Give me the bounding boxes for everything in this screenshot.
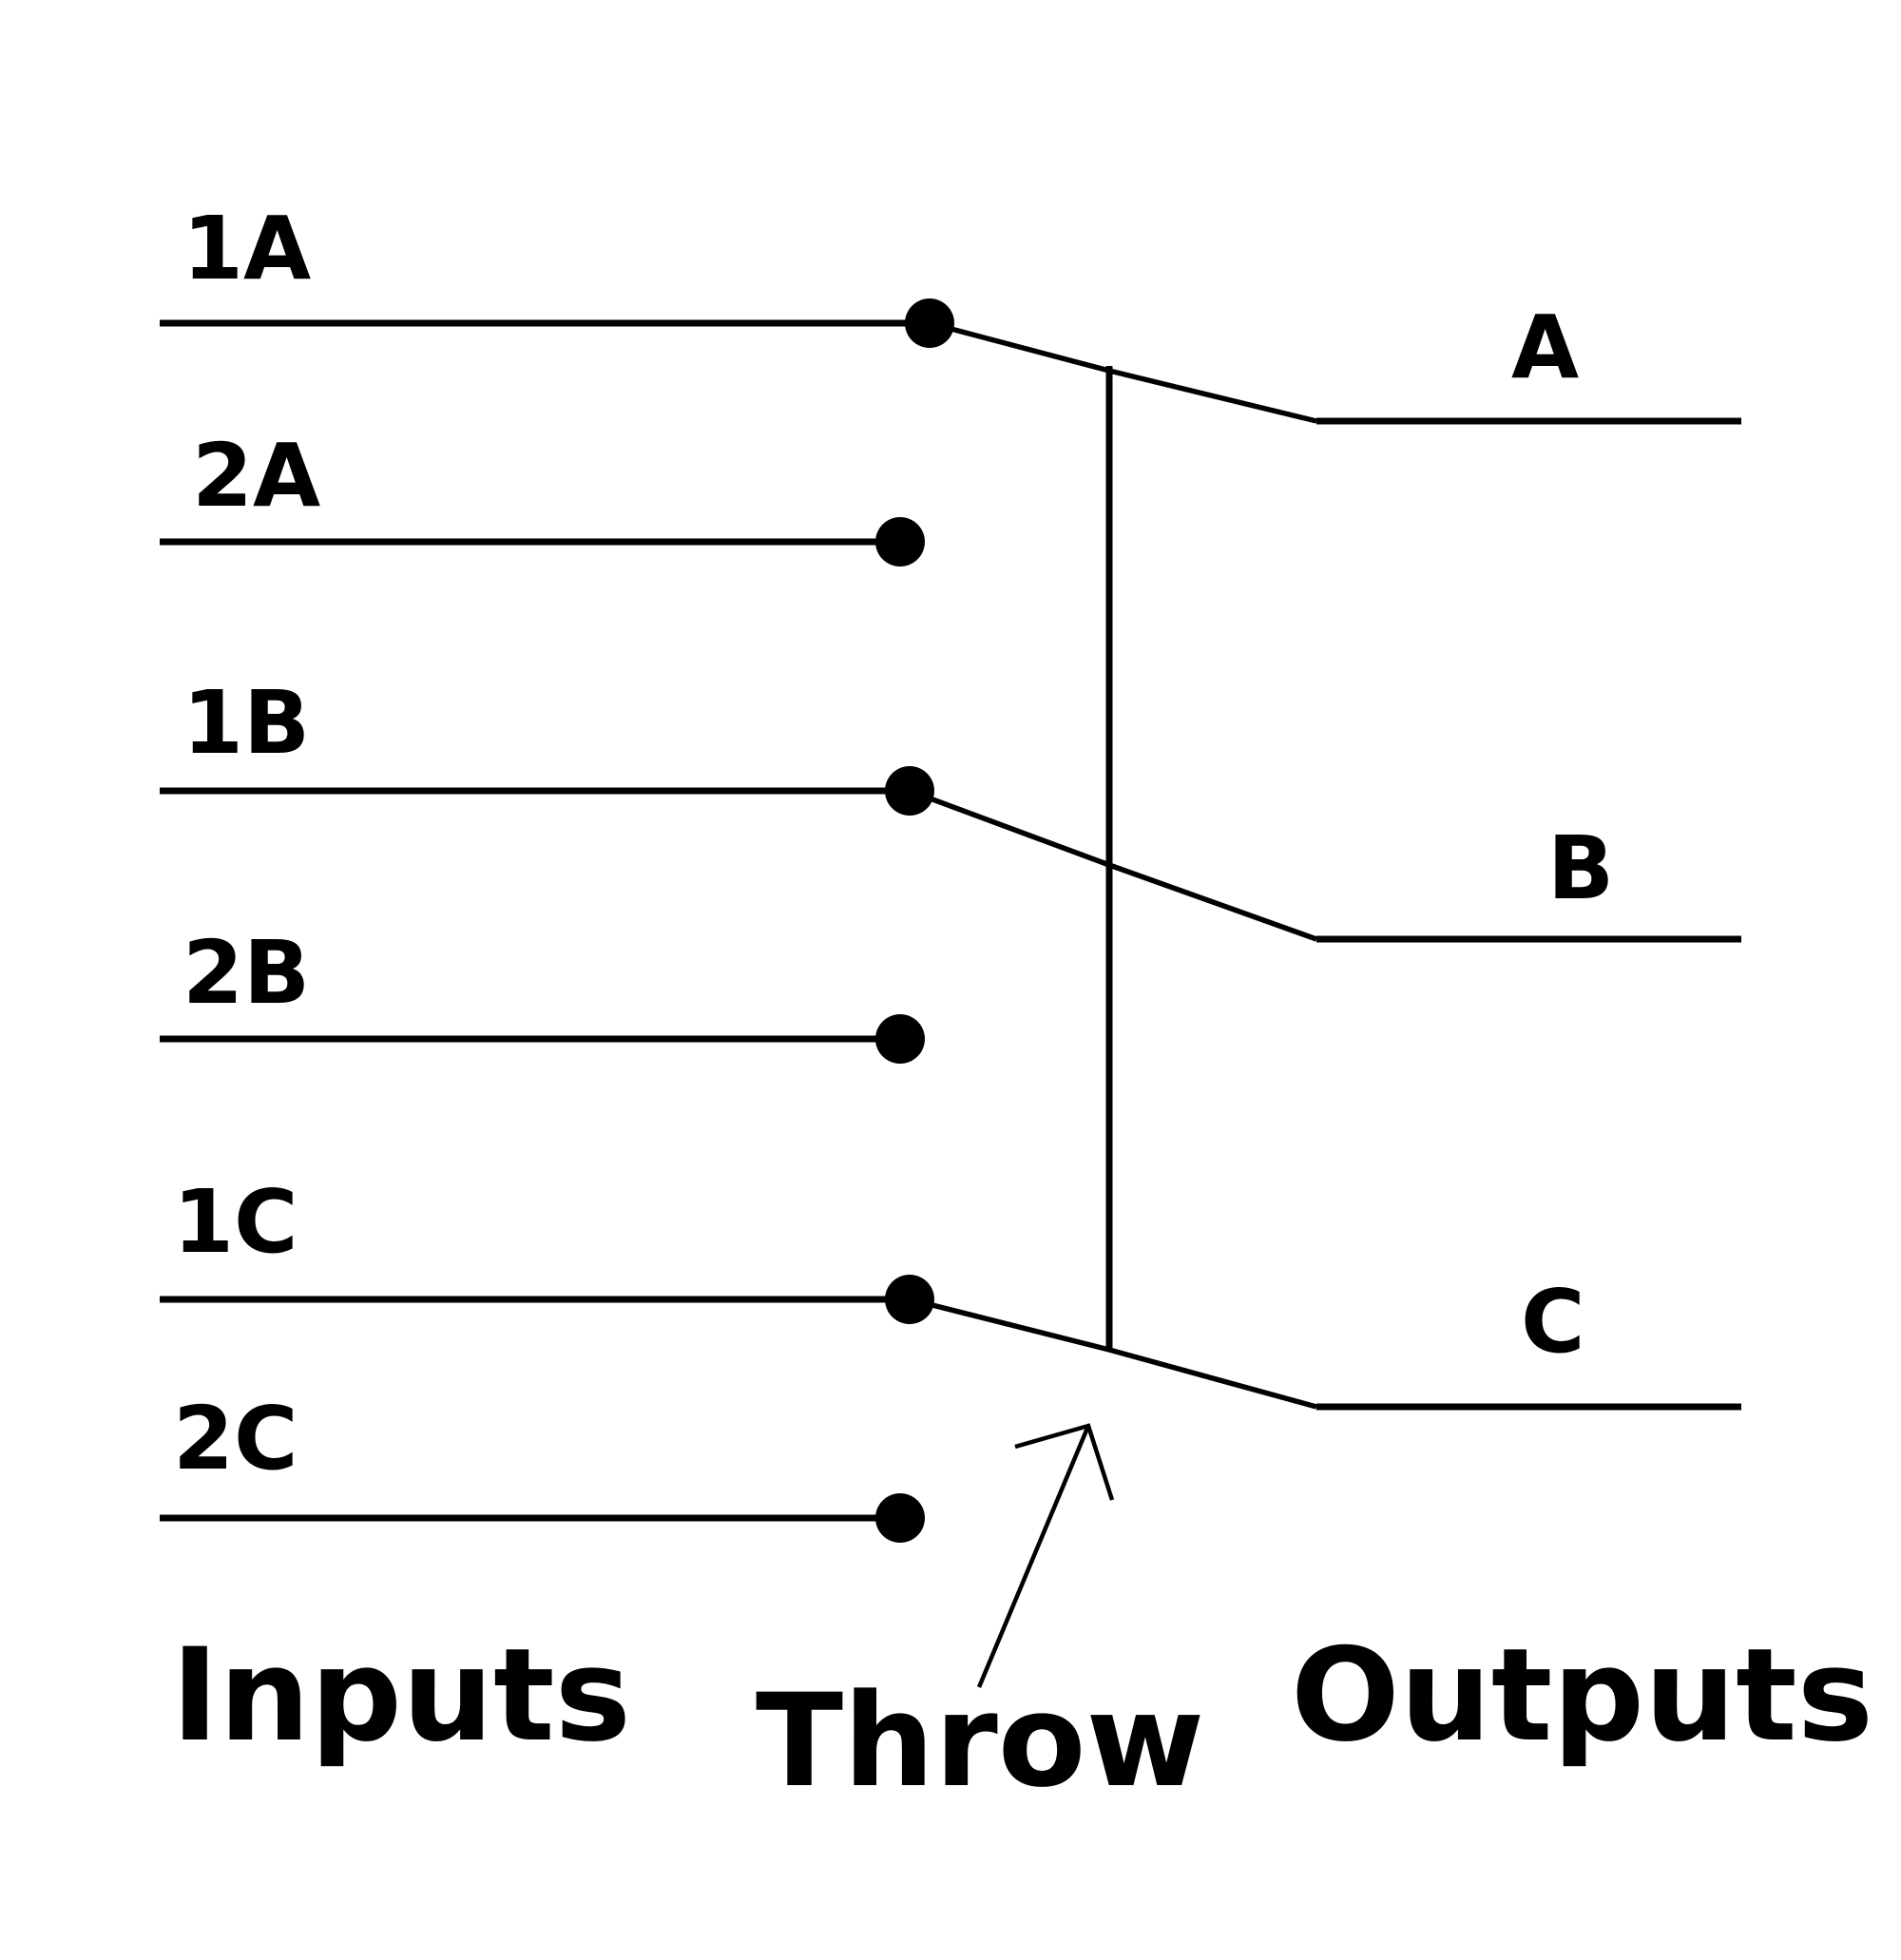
output-label-a: A — [1511, 297, 1579, 398]
wiper-b-input — [909, 788, 1110, 868]
input-label-1a: 1A — [182, 198, 311, 299]
input-label-1b: 1B — [182, 672, 310, 774]
wiper-a-input — [929, 320, 1110, 374]
input-label-1c: 1C — [173, 1171, 298, 1273]
input-label-2b: 2B — [182, 922, 310, 1024]
wiper-c-input — [909, 1297, 1110, 1353]
contact-2b — [875, 1014, 925, 1064]
inputs-caption: Inputs — [171, 1621, 631, 1770]
wiper-b-output — [1108, 862, 1317, 942]
throw-arrow — [976, 1423, 1115, 1688]
output-label-c: C — [1521, 1271, 1585, 1373]
contact-2c — [875, 1493, 925, 1543]
output-label-b: B — [1547, 817, 1614, 919]
outputs-caption: Outputs — [1291, 1621, 1873, 1770]
wiper-c-output — [1108, 1347, 1317, 1410]
wiper-a-output — [1108, 368, 1317, 424]
contact-2a — [875, 517, 925, 567]
throw-caption: Throw — [756, 1666, 1204, 1816]
input-label-2c: 2C — [173, 1388, 298, 1489]
input-label-2a: 2A — [192, 425, 320, 527]
